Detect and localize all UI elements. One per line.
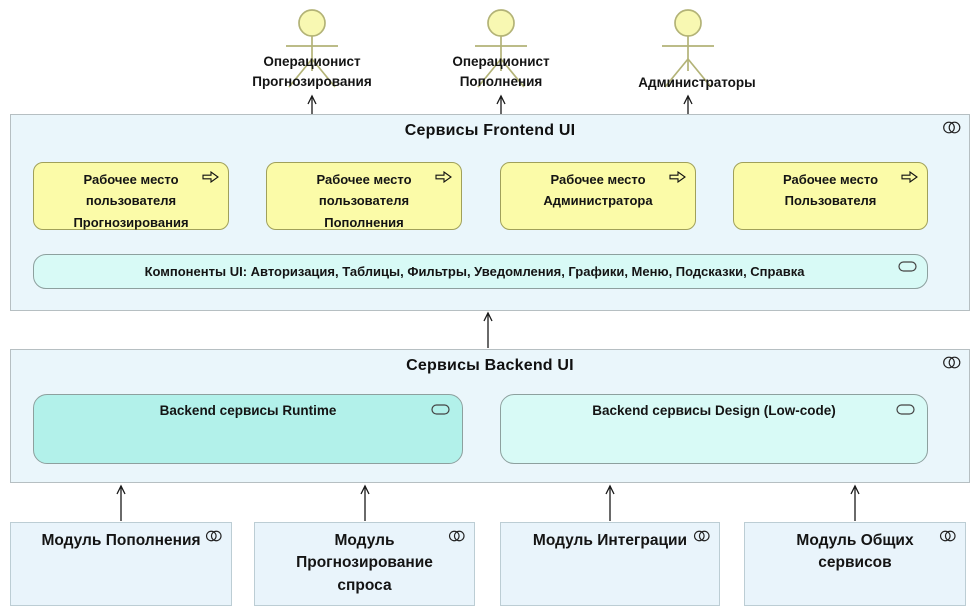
workstation-user: Рабочее место Пользователя (733, 162, 928, 230)
workstation-label: Рабочее место пользователя Прогнозирован… (73, 172, 189, 230)
collaboration-icon (939, 530, 956, 542)
workstation-label: Рабочее место Администратора (543, 172, 653, 209)
collaboration-icon (693, 530, 710, 542)
actor-label-operator-replenishment: Операционист Пополнения (452, 54, 550, 90)
workstation-replenishment: Рабочее место пользователя Пополнения (266, 162, 462, 230)
module-label: Модуль Общих сервисов (796, 532, 914, 572)
workstation-forecasting: Рабочее место пользователя Прогнозирован… (33, 162, 229, 230)
collaboration-icon (205, 530, 222, 542)
service-lozenge-icon (896, 404, 915, 415)
module-label: Модуль Интеграции (532, 532, 688, 549)
actor-figure-2 (475, 9, 527, 88)
module-integration: Модуль Интеграции (500, 522, 720, 606)
connector-arrows (116, 94, 860, 521)
module-label: Модуль Прогнозирование спроса (296, 532, 433, 594)
collaboration-icon (448, 530, 465, 542)
actor-figure-1 (286, 9, 338, 88)
service-lozenge-icon (431, 404, 450, 415)
backend-design-label: Backend сервисы Design (Low-code) (592, 403, 836, 418)
workstation-administrator: Рабочее место Администратора (500, 162, 696, 230)
outline-right-arrow-icon (435, 171, 452, 183)
workstation-label: Рабочее место Пользователя (782, 172, 879, 209)
frontend-ui-title: Сервисы Frontend UI (404, 122, 576, 139)
actor-label-operator-forecasting: Операционист Прогнозирования (252, 54, 372, 90)
backend-design-service: Backend сервисы Design (Low-code) (500, 394, 928, 464)
module-label: Модуль Пополнения (41, 532, 201, 549)
service-lozenge-icon (898, 261, 917, 272)
outline-right-arrow-icon (669, 171, 686, 183)
collaboration-icon (943, 121, 961, 134)
ui-components-label: Компоненты UI: Авторизация, Таблицы, Фил… (144, 264, 805, 279)
actor-figure-3 (662, 9, 714, 88)
module-shared-services: Модуль Общих сервисов (744, 522, 966, 606)
collaboration-icon (943, 356, 961, 369)
actor-label-administrators: Администраторы (638, 75, 756, 90)
workstation-label: Рабочее место пользователя Пополнения (316, 172, 412, 230)
backend-runtime-service: Backend сервисы Runtime (33, 394, 463, 464)
ui-components-bar: Компоненты UI: Авторизация, Таблицы, Фил… (33, 254, 928, 289)
backend-ui-title: Сервисы Backend UI (406, 357, 574, 374)
module-replenishment: Модуль Пополнения (10, 522, 232, 606)
module-demand-forecasting: Модуль Прогнозирование спроса (254, 522, 475, 606)
outline-right-arrow-icon (202, 171, 219, 183)
backend-runtime-label: Backend сервисы Runtime (159, 403, 337, 418)
outline-right-arrow-icon (901, 171, 918, 183)
